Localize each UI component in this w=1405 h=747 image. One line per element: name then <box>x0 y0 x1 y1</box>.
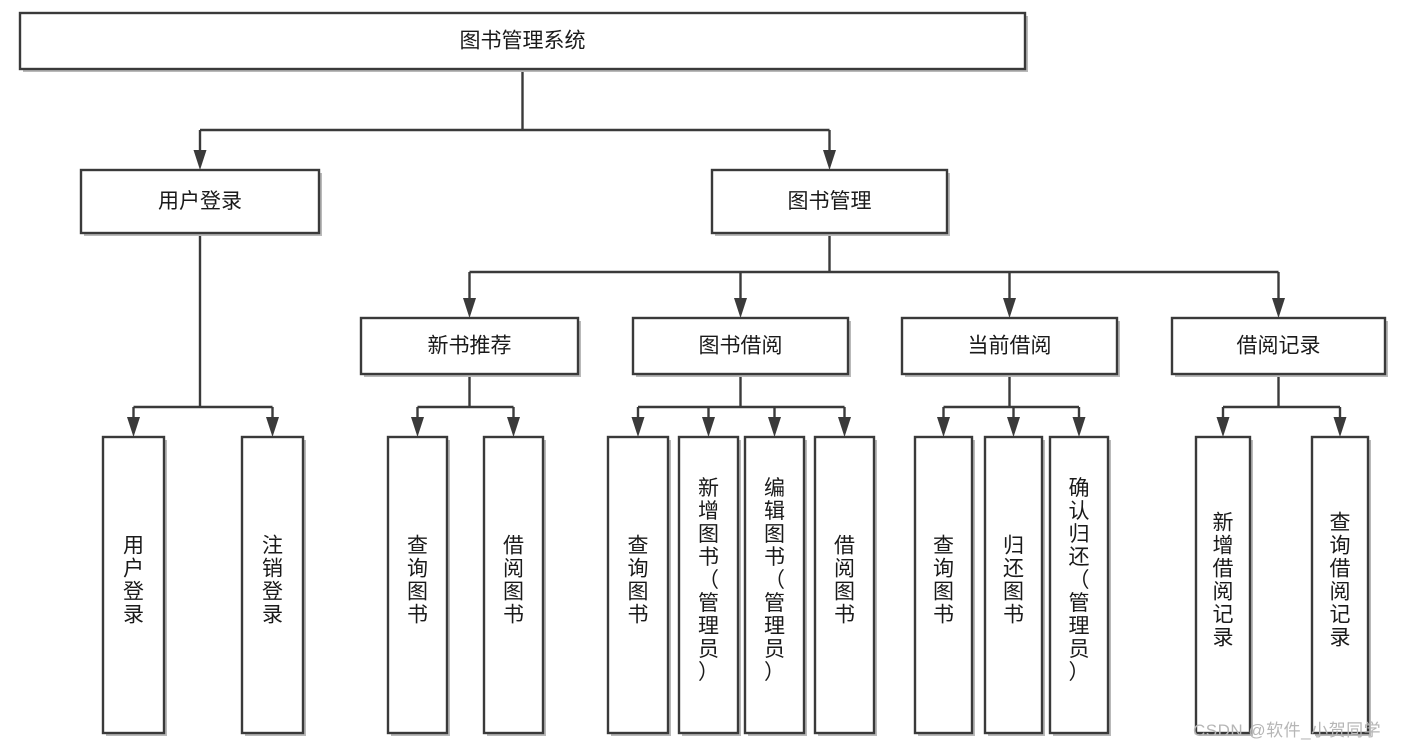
node-leaf-add-book[interactable]: 新增图书（管理员） <box>677 435 741 736</box>
node-leaf-logout-label: 注销登录 <box>262 535 283 627</box>
arrow-to-leaf-borrow-book-1 <box>507 417 520 437</box>
node-leaf-user-login[interactable]: 用户登录 <box>101 435 167 736</box>
node-book-manage-label: 图书管理 <box>788 190 872 213</box>
node-leaf-confirm-return[interactable]: 确认归还（管理员） <box>1048 435 1111 736</box>
node-book-manage[interactable]: 图书管理 <box>710 168 950 236</box>
node-leaf-add-book-rect[interactable] <box>677 435 740 735</box>
node-leaf-logout[interactable]: 注销登录 <box>240 435 306 736</box>
node-current-borrow-rect[interactable] <box>900 316 1119 376</box>
node-leaf-add-book-label: 新增图书（管理员） <box>698 477 719 684</box>
arrow-to-user-login <box>193 150 207 170</box>
node-leaf-query-record-rect[interactable] <box>1310 435 1370 735</box>
node-new-book-recommend[interactable]: 新书推荐 <box>359 316 581 377</box>
arrow-to-new-book-recommend <box>463 298 476 318</box>
node-root[interactable]: 图书管理系统 <box>18 11 1028 72</box>
node-user-login-label: 用户登录 <box>158 190 242 213</box>
node-leaf-borrow-book-1[interactable]: 借阅图书 <box>482 435 546 736</box>
node-leaf-confirm-return-rect[interactable] <box>1048 435 1110 735</box>
node-book-borrow-label: 图书借阅 <box>699 335 783 358</box>
node-leaf-user-login-rect[interactable] <box>101 435 166 735</box>
node-leaf-edit-book-rect[interactable] <box>743 435 806 735</box>
node-leaf-borrow-book-2-rect[interactable] <box>813 435 876 735</box>
node-leaf-query-book-1-label: 查询图书 <box>407 535 428 627</box>
node-leaf-user-login-label: 用户登录 <box>123 535 144 627</box>
node-user-login[interactable]: 用户登录 <box>79 168 322 236</box>
node-borrow-record-rect[interactable] <box>1170 316 1387 376</box>
node-root-label: 图书管理系统 <box>460 30 586 53</box>
node-book-manage-rect[interactable] <box>710 168 949 235</box>
node-leaf-add-record-rect[interactable] <box>1194 435 1252 735</box>
arrow-to-leaf-add-record <box>1216 417 1230 437</box>
arrow-to-leaf-query-book-2 <box>631 417 645 437</box>
node-leaf-return-book-rect[interactable] <box>983 435 1044 735</box>
node-leaf-borrow-book-1-label: 借阅图书 <box>503 535 524 627</box>
node-new-book-recommend-rect[interactable] <box>359 316 580 376</box>
node-leaf-edit-book[interactable]: 编辑图书（管理员） <box>743 435 807 736</box>
node-leaf-query-record-label: 查询借阅记录 <box>1330 512 1351 650</box>
node-current-borrow[interactable]: 当前借阅 <box>900 316 1120 377</box>
node-leaf-borrow-book-2[interactable]: 借阅图书 <box>813 435 877 736</box>
node-leaf-query-book-2-rect[interactable] <box>606 435 670 735</box>
node-borrow-record-label: 借阅记录 <box>1237 335 1321 358</box>
arrow-to-leaf-user-login <box>127 417 140 437</box>
node-book-borrow-rect[interactable] <box>631 316 850 376</box>
arrow-to-leaf-confirm-return <box>1072 417 1086 437</box>
node-leaf-add-record-label: 新增借阅记录 <box>1213 512 1234 650</box>
node-leaf-borrow-book-1-rect[interactable] <box>482 435 545 735</box>
node-leaf-query-record[interactable]: 查询借阅记录 <box>1310 435 1371 736</box>
node-leaf-return-book[interactable]: 归还图书 <box>983 435 1045 736</box>
node-leaf-query-book-3-rect[interactable] <box>913 435 974 735</box>
node-leaf-borrow-book-2-label: 借阅图书 <box>834 535 855 627</box>
node-root-rect[interactable] <box>18 11 1027 71</box>
arrow-to-book-borrow <box>734 298 747 318</box>
node-leaf-query-book-3[interactable]: 查询图书 <box>913 435 975 736</box>
arrow-to-leaf-edit-book <box>768 417 781 437</box>
node-leaf-query-book-2[interactable]: 查询图书 <box>606 435 671 736</box>
node-current-borrow-label: 当前借阅 <box>968 335 1052 358</box>
arrow-to-leaf-borrow-book-2 <box>838 417 851 437</box>
arrow-to-leaf-logout <box>266 417 279 437</box>
node-leaf-confirm-return-label: 确认归还（管理员） <box>1069 477 1090 684</box>
arrow-to-leaf-add-book <box>702 417 715 437</box>
node-leaf-add-record[interactable]: 新增借阅记录 <box>1194 435 1253 736</box>
node-user-login-rect[interactable] <box>79 168 321 235</box>
node-leaf-edit-book-label: 编辑图书（管理员） <box>764 477 785 684</box>
node-leaf-query-book-1[interactable]: 查询图书 <box>386 435 450 736</box>
arrow-to-current-borrow <box>1003 298 1016 318</box>
node-leaf-query-book-3-label: 查询图书 <box>933 535 954 627</box>
node-leaf-query-book-1-rect[interactable] <box>386 435 449 735</box>
node-leaf-query-book-2-label: 查询图书 <box>628 535 649 627</box>
arrow-to-leaf-query-record <box>1333 417 1347 437</box>
arrow-to-leaf-query-book-3 <box>937 417 950 437</box>
node-book-borrow[interactable]: 图书借阅 <box>631 316 851 377</box>
arrow-to-borrow-record <box>1272 298 1285 318</box>
node-leaf-logout-rect[interactable] <box>240 435 305 735</box>
node-borrow-record[interactable]: 借阅记录 <box>1170 316 1388 377</box>
node-new-book-recommend-label: 新书推荐 <box>428 335 512 358</box>
arrow-to-leaf-query-book-1 <box>411 417 424 437</box>
arrow-to-book-manage <box>823 150 836 170</box>
arrow-to-leaf-return-book <box>1007 417 1020 437</box>
node-leaf-return-book-label: 归还图书 <box>1003 535 1024 627</box>
